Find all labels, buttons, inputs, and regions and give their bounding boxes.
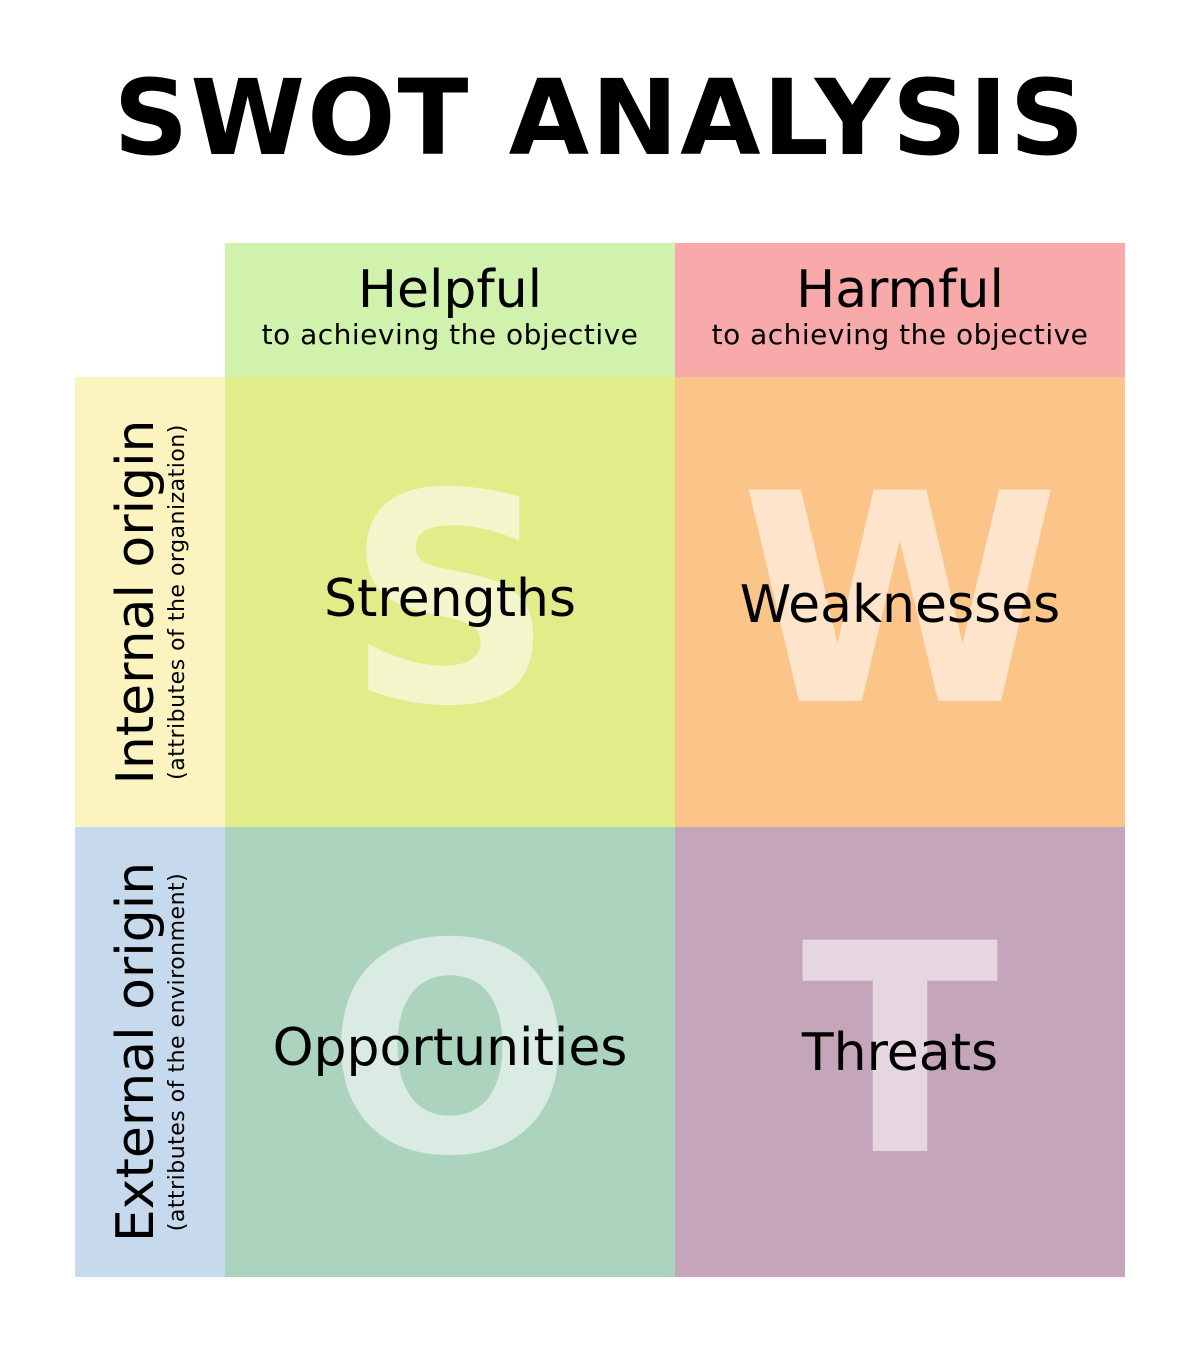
quadrant-weaknesses: W Weaknesses <box>675 377 1125 827</box>
quadrant-label: Opportunities <box>272 1018 628 1078</box>
quadrant-letter: T <box>801 883 999 1220</box>
column-header-title: Helpful <box>357 260 543 320</box>
row-header-subtitle: (attributes of the environment) <box>165 872 190 1232</box>
quadrant-letter: O <box>326 883 574 1220</box>
row-header-title: Internal origin <box>106 419 166 785</box>
quadrant-label: Threats <box>801 1023 999 1083</box>
quadrant-threats: T Threats <box>675 827 1125 1277</box>
row-header-subtitle: (attributes of the organization) <box>165 424 190 780</box>
row-header-internal: Internal origin (attributes of the organ… <box>75 377 225 827</box>
column-header-helpful: Helpful to achieving the objective <box>225 243 675 377</box>
column-header-subtitle: to achieving the objective <box>711 318 1089 351</box>
row-header-external: External origin (attributes of the envir… <box>75 827 225 1277</box>
page-title: SWOT ANALYSIS <box>113 57 1087 179</box>
quadrant-label: Weaknesses <box>739 575 1061 635</box>
quadrant-label: Strengths <box>323 569 577 629</box>
row-header-title: External origin <box>106 861 166 1243</box>
quadrant-opportunities: O Opportunities <box>225 827 675 1277</box>
column-header-subtitle: to achieving the objective <box>261 318 639 351</box>
column-header-harmful: Harmful to achieving the objective <box>675 243 1125 377</box>
column-header-title: Harmful <box>796 260 1004 320</box>
quadrant-letter: W <box>740 433 1060 770</box>
quadrant-letter: S <box>345 433 555 770</box>
quadrant-strengths: S Strengths <box>225 377 675 827</box>
